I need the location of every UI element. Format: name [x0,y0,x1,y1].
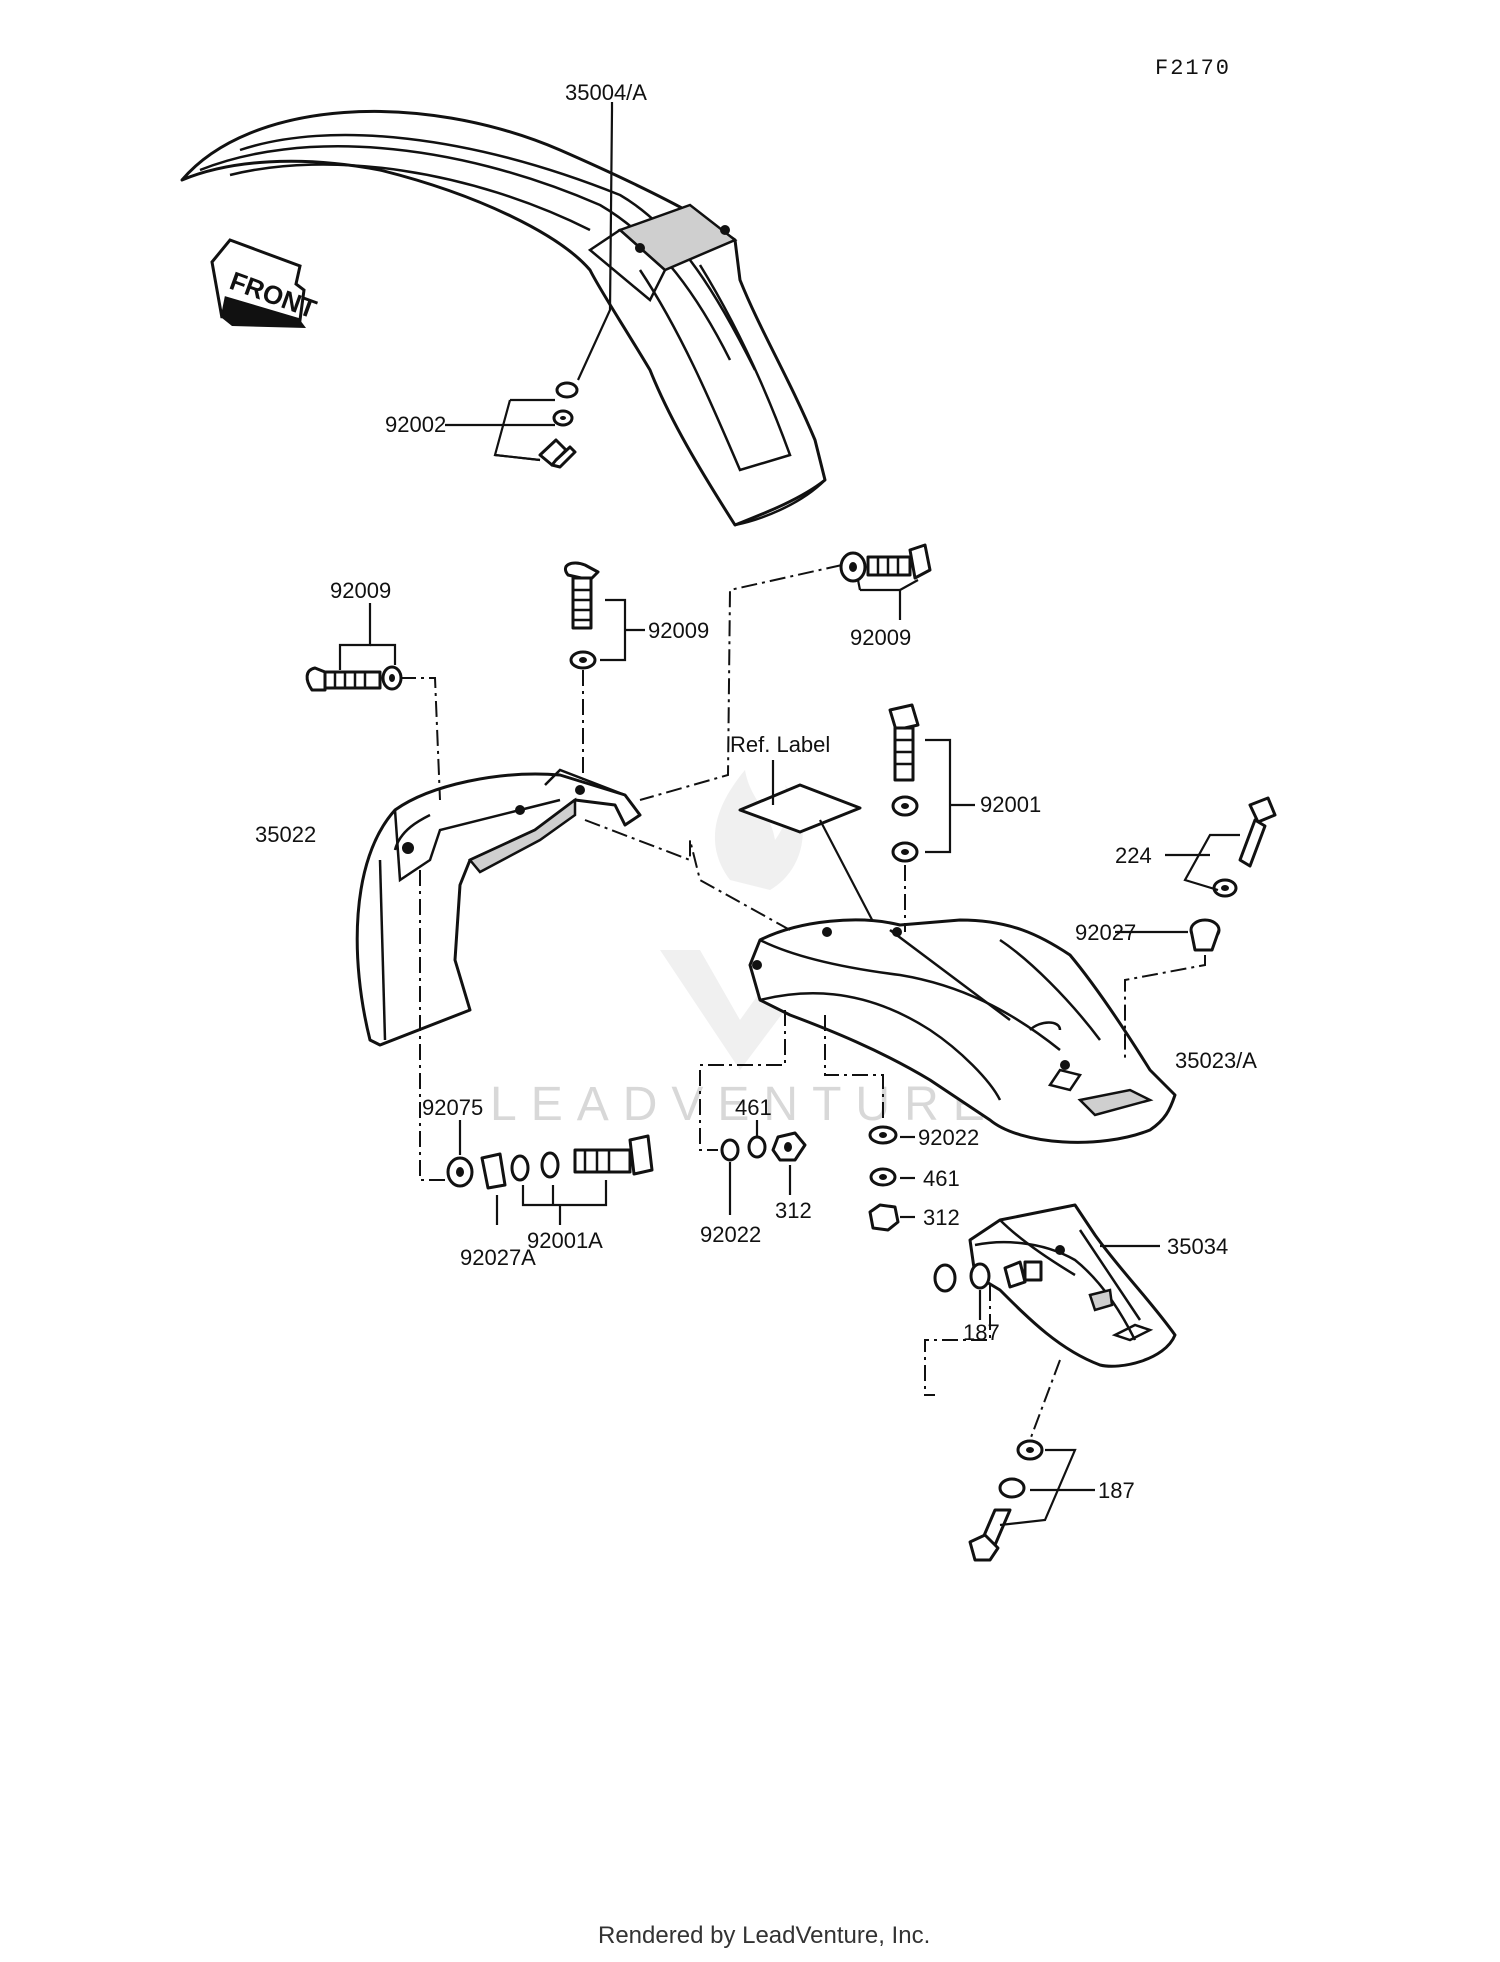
rear-fender-35023a [748,918,1177,1144]
callout-92001: 92001 [980,792,1041,817]
watermark-text: LEADVENTURE [490,1078,999,1131]
hardware-right-nut [868,1125,900,1232]
ref-label-sticker [738,783,862,834]
callout-187-lower: 187 [1098,1478,1135,1503]
footer-credit: Rendered by LeadVenture, Inc. [598,1922,930,1949]
hardware-187-lower [968,1439,1044,1562]
inner-fender-35022 [355,768,642,1047]
callout-92002: 92002 [385,412,446,437]
bolt-92009-right [839,543,932,583]
assembly-lines [400,564,1206,1441]
callout-312-center: 312 [775,1198,812,1223]
callout-92027: 92027 [1075,920,1136,945]
callout-92022-right: 92022 [918,1125,979,1150]
bolt-92009-center [563,561,600,670]
callout-187-upper: 187 [963,1320,1000,1345]
callout-35023a: 35023/A [1175,1048,1257,1073]
callout-224: 224 [1115,843,1152,868]
bolt-92009-left [305,665,403,692]
bolt-92001 [888,703,920,863]
callout-461-right: 461 [923,1166,960,1191]
callout-92027a: 92027A [460,1245,536,1270]
mud-flap-35034 [968,1203,1177,1368]
hardware-center-nut [720,1131,807,1162]
callout-92022-center: 92022 [700,1222,761,1247]
callout-35004a: 35004/A [565,80,647,105]
front-fender [180,109,827,527]
hardware-187-upper [933,1260,1043,1293]
callout-92009-right: 92009 [850,625,911,650]
screw-224 [1212,796,1277,898]
callout-92009-left: 92009 [330,578,391,603]
callout-92001a: 92001A [527,1228,603,1253]
callout-312-right: 312 [923,1205,960,1230]
hardware-92075-92001a [446,1134,654,1190]
callout-92075: 92075 [422,1095,483,1120]
callout-461-center: 461 [735,1095,772,1120]
collar-92027 [1189,918,1221,952]
callout-92009-center: 92009 [648,618,709,643]
ref-label-text: Ref. Label [730,732,830,757]
diagram-code: F2170 [1155,56,1231,81]
front-arrow-icon: FRONT [210,238,320,328]
fender-bolt-92002 [538,381,579,469]
callout-35022: 35022 [255,822,316,847]
callout-35034: 35034 [1167,1234,1228,1259]
